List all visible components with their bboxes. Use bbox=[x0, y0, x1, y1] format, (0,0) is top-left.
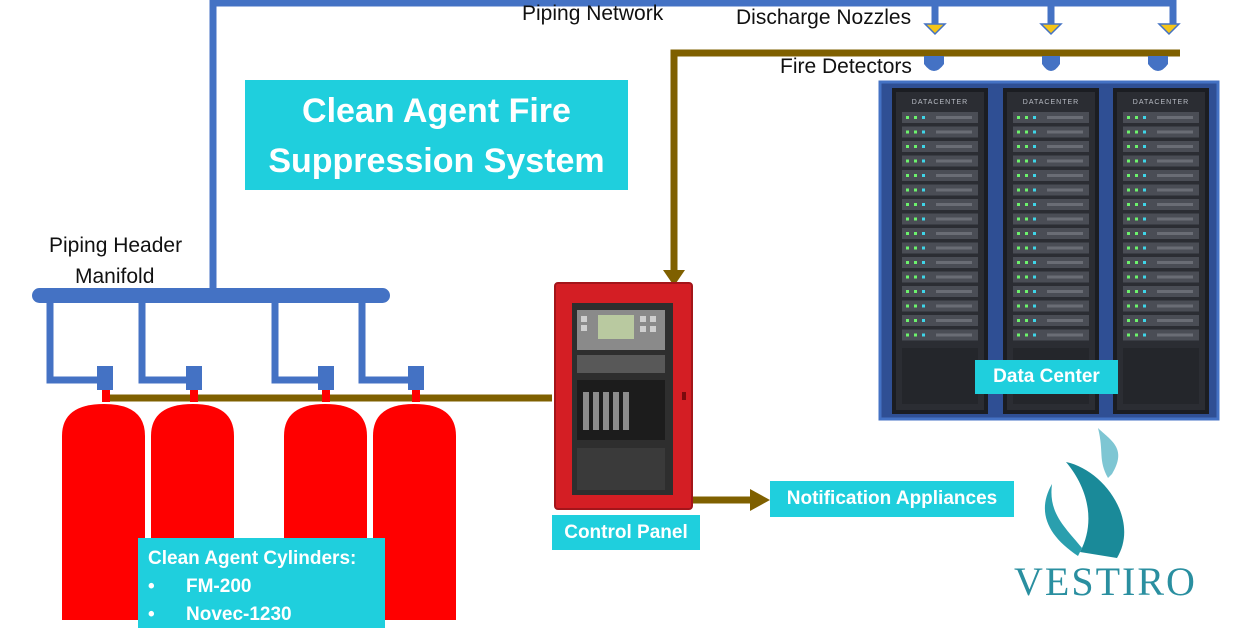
cylinders-label: Clean Agent Cylinders: FM-200 Novec-1230 bbox=[138, 538, 385, 629]
discharge-nozzles-label: Discharge Nozzles bbox=[736, 6, 912, 29]
title-line-2: Suppression System bbox=[268, 142, 605, 180]
wiring-arrow-to-panel bbox=[663, 270, 685, 286]
rack-label: DATACENTER bbox=[912, 99, 968, 106]
discharge-nozzles bbox=[923, 23, 1181, 36]
flame-leaf-logo bbox=[1044, 428, 1125, 558]
cylinder bbox=[62, 388, 145, 620]
cylinder-valve bbox=[408, 366, 424, 390]
nozzle-icon bbox=[1039, 23, 1063, 36]
control-panel-label: Control Panel bbox=[552, 515, 700, 550]
agent-item: Novec-1230 bbox=[148, 601, 385, 629]
server-rack: DATACENTER bbox=[1113, 88, 1209, 414]
notification-appliances-label: Notification Appliances bbox=[770, 481, 1014, 517]
detector-icon bbox=[1042, 56, 1060, 71]
data-center-label: Data Center bbox=[975, 360, 1118, 394]
piping-header-label-line2: Manifold bbox=[75, 265, 155, 288]
cylinder bbox=[373, 388, 456, 620]
cylinders-heading: Clean Agent Cylinders: bbox=[148, 548, 357, 569]
rack-label: DATACENTER bbox=[1133, 99, 1189, 106]
detector-icon bbox=[1148, 56, 1168, 71]
piping-header-label-line1: Piping Header bbox=[49, 234, 183, 257]
fire-detectors-label: Fire Detectors bbox=[780, 55, 912, 78]
detector-icon bbox=[924, 56, 944, 71]
piping-network bbox=[209, 0, 1177, 290]
piping-header-manifold bbox=[32, 288, 408, 384]
rack-label: DATACENTER bbox=[1023, 99, 1079, 106]
cylinder-valve bbox=[186, 366, 202, 390]
title-line-1: Clean Agent Fire bbox=[302, 92, 571, 130]
wiring-arrow-to-notification bbox=[750, 489, 770, 511]
piping-network-label: Piping Network bbox=[522, 2, 664, 25]
cylinder-valve bbox=[318, 366, 334, 390]
nozzle-icon bbox=[1157, 23, 1181, 36]
fire-detectors bbox=[924, 56, 1168, 71]
agent-item: FM-200 bbox=[148, 573, 385, 601]
server-rack: DATACENTER bbox=[892, 88, 988, 414]
brand-wordmark: VESTIRO bbox=[1014, 559, 1197, 604]
nozzle-icon bbox=[923, 23, 947, 36]
cylinder-valve bbox=[97, 366, 113, 390]
diagram-title: Clean Agent Fire Suppression System bbox=[245, 80, 628, 190]
agent-list: FM-200 Novec-1230 bbox=[148, 573, 385, 629]
control-panel bbox=[554, 282, 693, 510]
